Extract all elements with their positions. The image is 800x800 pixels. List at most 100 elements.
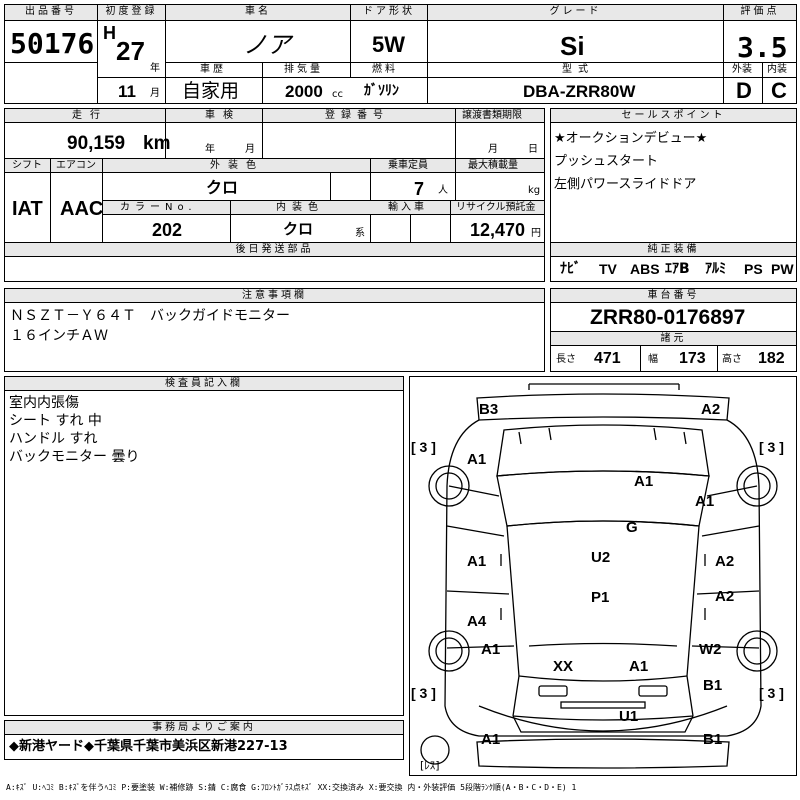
- mark-a1-right: A1: [695, 493, 714, 510]
- equip-abs: ABS: [630, 261, 660, 277]
- chassis-header: 車台番号: [551, 289, 796, 303]
- later-parts-header: 後日発送部品: [5, 243, 544, 257]
- recycle-header: リサイクル預託金: [456, 202, 536, 213]
- mark-a1-top-left: A1: [467, 451, 486, 468]
- width-label: 幅: [648, 354, 658, 365]
- shift: IAT: [12, 198, 43, 220]
- length-label: 長さ: [556, 354, 576, 365]
- legend: A:ｷｽﾞ U:ﾍｺﾐ B:ｷｽﾞを伴うﾍｺﾐ P:要塗装 W:補修跡 S:錆 …: [6, 783, 577, 792]
- top-section: [4, 4, 797, 104]
- mark-a1-mid-left: A1: [467, 553, 486, 570]
- displacement-header: 排気量: [284, 64, 323, 75]
- inspector-line-3: ハンドル すれ: [9, 431, 98, 447]
- mark-a2-right2: A2: [715, 588, 734, 605]
- color-number: 202: [152, 220, 183, 240]
- load-unit: kg: [528, 185, 541, 196]
- first-reg-header: 初度登録: [98, 5, 165, 21]
- mark-p1: P1: [591, 589, 609, 606]
- office-box: [4, 720, 404, 760]
- length: 471: [594, 350, 621, 367]
- tire-rear-right: [ 3 ]: [759, 685, 784, 701]
- mark-b1-bottom-right: B1: [703, 731, 722, 748]
- mark-a4: A4: [467, 613, 487, 630]
- lot-header: 出品番号: [5, 5, 97, 21]
- mark-u1: U1: [619, 708, 638, 725]
- first-reg-month: 11: [118, 82, 136, 101]
- month-unit: 月: [150, 88, 160, 99]
- tire-front-left: [ 3 ]: [411, 439, 436, 455]
- chassis-box: [550, 288, 797, 372]
- interior-unit: 系: [355, 228, 365, 239]
- detail-section: [4, 108, 545, 282]
- inspector-header: 検査員記入欄: [5, 377, 403, 391]
- door-type: 5W: [372, 32, 405, 57]
- notes-line-1: ＮＳＺＴ－Ｙ６４Ｔ バックガイドモニター: [10, 308, 290, 324]
- notes-line-2: １６インチＡＷ: [10, 328, 108, 344]
- grade-header: グレード: [428, 5, 723, 21]
- name-header: 車名: [166, 5, 350, 21]
- import-header: 輸入車: [388, 202, 427, 213]
- mark-b1-right: B1: [703, 677, 722, 694]
- mark-xx: XX: [553, 658, 573, 675]
- width: 173: [679, 350, 706, 367]
- displacement: 2000: [285, 82, 323, 101]
- inspection-year-unit: 年: [205, 144, 215, 155]
- capacity-header: 乗車定員: [388, 160, 428, 171]
- equip-header: 純正装備: [551, 243, 796, 257]
- load-header: 最大積載量: [468, 160, 518, 171]
- sales-header: セールスポイント: [551, 109, 796, 123]
- score: 3.5: [737, 31, 788, 64]
- spare-tire: [ﾚｽ]: [420, 759, 440, 772]
- sales-line-1: ★オークションデビュー★: [554, 131, 708, 146]
- fuel: ｶﾞｿﾘﾝ: [364, 83, 399, 99]
- grade: Si: [560, 31, 585, 61]
- diagram-box: [409, 376, 797, 776]
- transfer-month-unit: 月: [488, 144, 498, 155]
- int-score: C: [771, 78, 787, 103]
- shift-header: シフト: [12, 160, 42, 171]
- inspection-header: 車検: [205, 110, 241, 121]
- interior-header: 内装色: [276, 202, 324, 213]
- year-unit: 年: [150, 63, 160, 74]
- equip-tv: TV: [599, 261, 617, 277]
- transfer-day-unit: 日: [528, 144, 538, 155]
- car-name: ノア: [243, 31, 291, 59]
- height-label: 高さ: [722, 354, 742, 365]
- km-unit: km: [143, 133, 171, 154]
- door-header: ドア形状: [351, 5, 427, 21]
- inspection-month-unit: 月: [245, 144, 255, 155]
- first-reg-year: 27: [116, 36, 145, 66]
- capacity: 7: [414, 179, 425, 199]
- mark-a1-bottom-left: A1: [481, 731, 500, 748]
- tire-rear-left: [ 3 ]: [411, 685, 436, 701]
- equip-ps: PS: [744, 261, 763, 277]
- mark-a2-mid-right: A2: [715, 553, 734, 570]
- ext-score: D: [736, 78, 752, 103]
- car-diagram: B3 A2 A1 A1 A1 G A1 U2 A2 P1 A4 A2 A1 W2…: [411, 383, 784, 769]
- lot-number: 50176: [10, 27, 95, 60]
- ac: AAC: [60, 198, 104, 220]
- inspector-line-1: 室内内張傷: [9, 395, 79, 411]
- equip-alumi: ｱﾙﾐ: [705, 261, 726, 277]
- mark-a1-low-left: A1: [481, 641, 500, 658]
- cc-unit: cc: [332, 89, 343, 100]
- score-header: 評価点: [724, 5, 796, 21]
- mark-g: G: [626, 519, 638, 536]
- history-header: 車歴: [200, 64, 226, 75]
- tire-front-right: [ 3 ]: [759, 439, 784, 455]
- dims-header: 諸元: [551, 332, 796, 346]
- sales-box: [550, 108, 797, 282]
- equip-nav: ﾅﾋﾞ: [560, 261, 581, 277]
- ext-header: 外装: [732, 64, 752, 75]
- color-header: 外装色: [210, 160, 264, 171]
- capacity-unit: 人: [438, 185, 448, 196]
- equip-pw: PW: [771, 261, 794, 277]
- inspector-line-4: バックモニター 曇り: [9, 449, 140, 465]
- notes-header: 注意事項欄: [5, 289, 544, 303]
- ac-header: エアコン: [56, 160, 96, 171]
- int-header: 内装: [767, 64, 787, 75]
- sales-line-2: プッシュスタート: [554, 154, 659, 169]
- recycle-fee: 12,470: [470, 220, 526, 240]
- office-text: ◆新港ヤード◆千葉県千葉市美浜区新港227-13: [9, 739, 288, 754]
- mark-w2: W2: [699, 641, 722, 658]
